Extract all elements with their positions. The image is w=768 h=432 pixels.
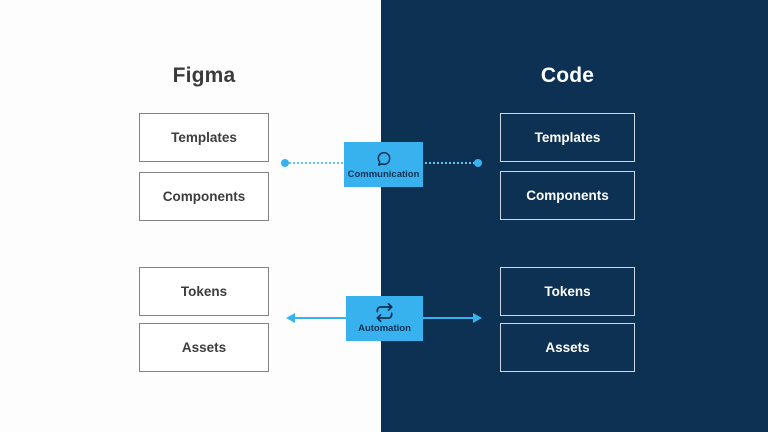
code-components-box: Components bbox=[500, 171, 635, 220]
code-tokens-box: Tokens bbox=[500, 267, 635, 316]
code-panel-title: Code bbox=[540, 64, 595, 87]
communication-badge-label: Communication bbox=[347, 168, 420, 180]
automation-badge: Automation bbox=[346, 296, 423, 341]
communication-badge: Communication bbox=[344, 142, 423, 187]
figma-panel-title: Figma bbox=[172, 64, 236, 87]
automation-left-arrowhead bbox=[286, 313, 295, 323]
code-panel-background bbox=[381, 0, 768, 432]
figma-assets-box: Assets bbox=[139, 323, 269, 372]
figma-templates-box: Templates bbox=[139, 113, 269, 162]
sync-arrows-icon bbox=[375, 303, 394, 323]
speech-bubble-icon bbox=[375, 150, 393, 168]
code-templates-box: Templates bbox=[500, 113, 635, 162]
automation-right-arrowhead bbox=[473, 313, 482, 323]
figma-components-box: Components bbox=[139, 172, 269, 221]
figma-tokens-box: Tokens bbox=[139, 267, 269, 316]
automation-badge-label: Automation bbox=[358, 323, 411, 335]
communication-right-endpoint-dot bbox=[474, 159, 482, 167]
code-assets-box: Assets bbox=[500, 323, 635, 372]
communication-left-endpoint-dot bbox=[281, 159, 289, 167]
